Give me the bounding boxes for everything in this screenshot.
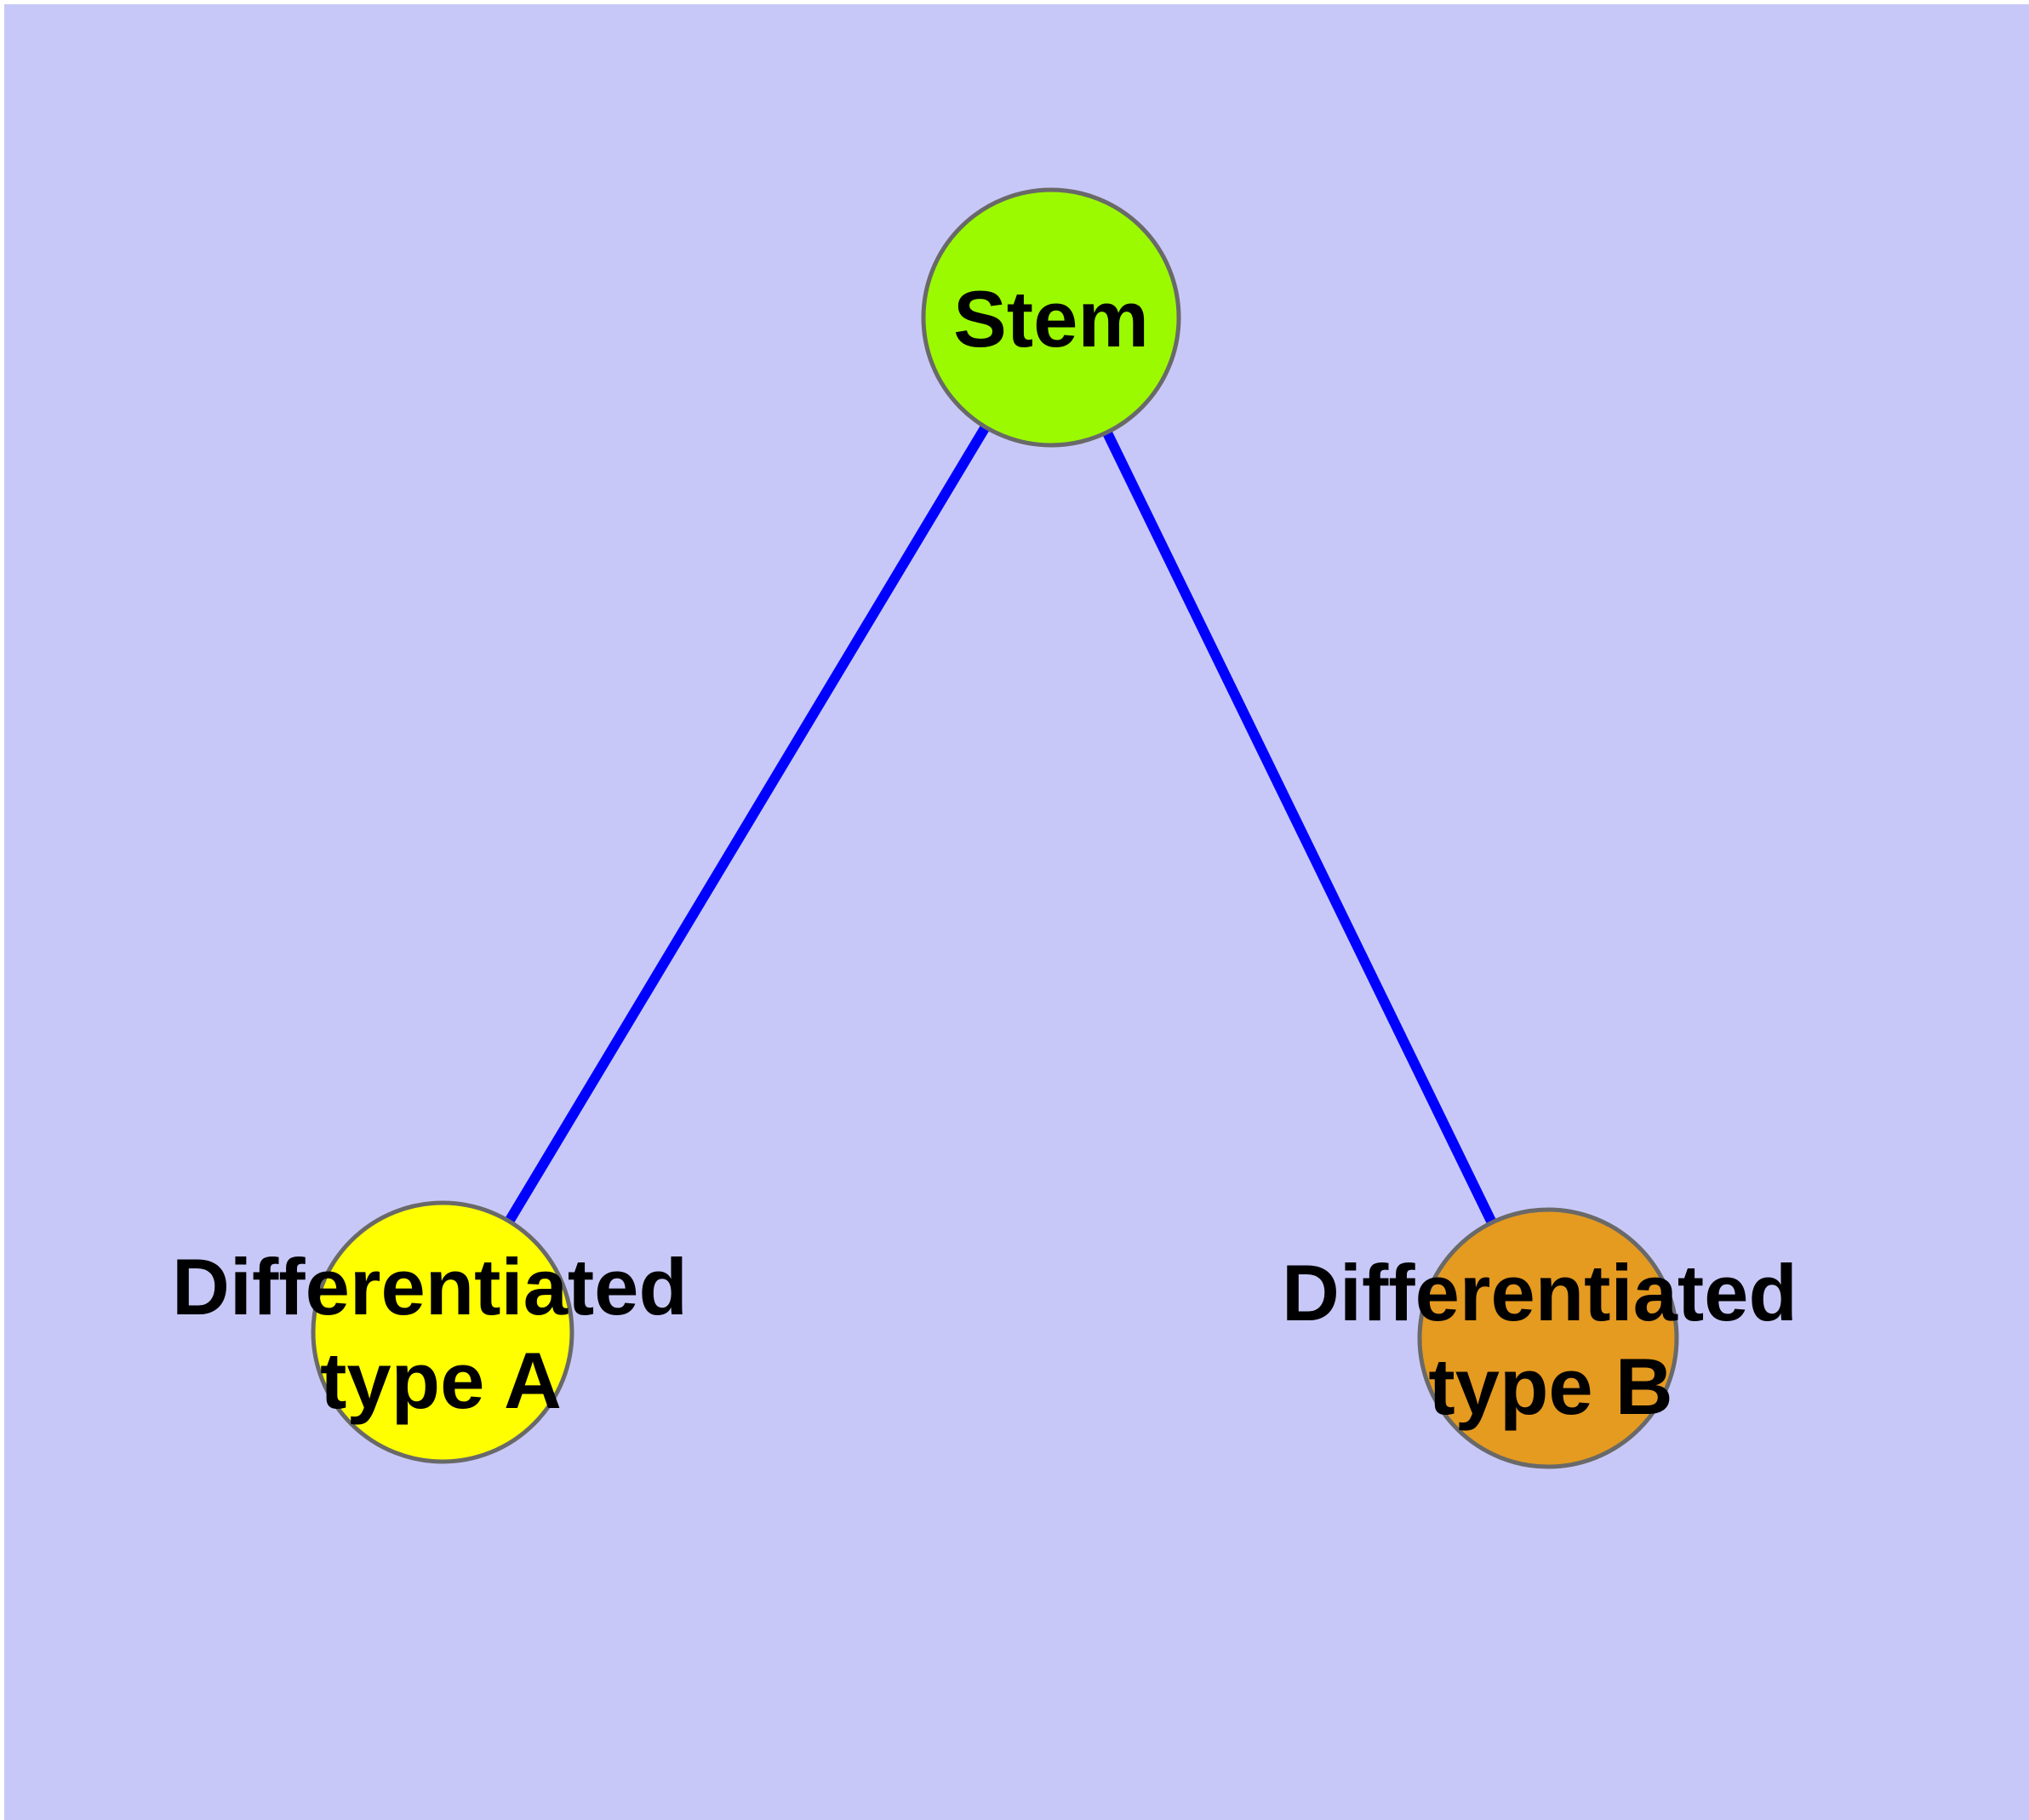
edge-stem-to-type-b: [1046, 315, 1553, 1341]
node-stem: [921, 187, 1181, 448]
node-differentiated-type-a-label-line1: Differentiated: [172, 1242, 688, 1331]
node-differentiated-type-b-label-line1: Differentiated: [1282, 1248, 1798, 1337]
node-differentiated-type-a-label: Differentiated type A: [172, 1242, 710, 1425]
node-stem-label: Stem: [953, 274, 1149, 363]
edge-stem-to-type-a: [437, 314, 1056, 1336]
node-differentiated-type-a: [311, 1200, 574, 1464]
node-differentiated-type-b-label: Differentiated type B: [1282, 1248, 1820, 1431]
node-differentiated-type-a-label-line2: type A: [320, 1336, 562, 1425]
node-differentiated-type-b-label-line2: type B: [1428, 1342, 1672, 1431]
node-differentiated-type-b: [1417, 1207, 1679, 1469]
